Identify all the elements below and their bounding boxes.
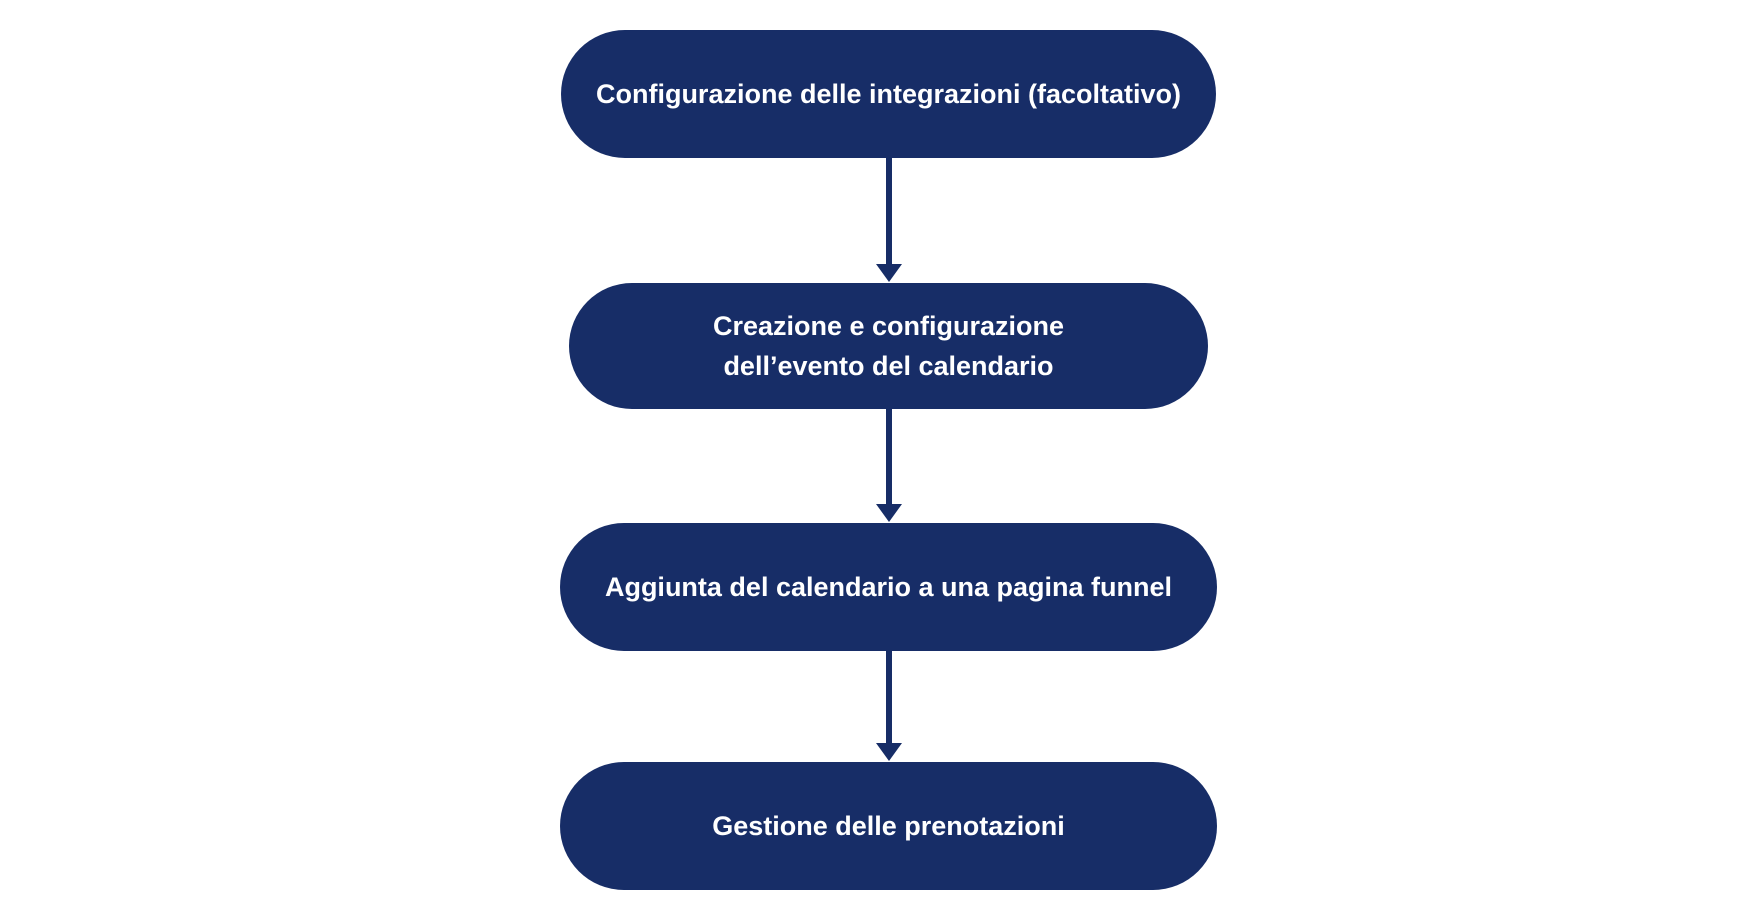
step-label: Aggiunta del calendario a una pagina fun…: [604, 572, 1173, 602]
step-gestione-prenotazioni: Gestione delle prenotazioni: [560, 762, 1217, 890]
arrow-down-icon: [876, 743, 902, 761]
step-label: Gestione delle prenotazioni: [712, 811, 1065, 841]
step-aggiunta-calendario-funnel: Aggiunta del calendario a una pagina fun…: [560, 523, 1217, 651]
connector-2-3: [876, 409, 902, 522]
connector-3-4: [876, 651, 902, 761]
step-label: Configurazione delle integrazioni (facol…: [595, 79, 1182, 109]
connector-1-2: [876, 158, 902, 282]
step-configurazione-integrazioni: Configurazione delle integrazioni (facol…: [561, 30, 1216, 158]
arrow-down-icon: [876, 264, 902, 282]
step-creazione-evento-calendario: Creazione e configurazione dell’evento d…: [569, 283, 1208, 409]
arrow-down-icon: [876, 504, 902, 522]
step-label: Creazione e configurazione dell’evento d…: [712, 311, 1065, 381]
